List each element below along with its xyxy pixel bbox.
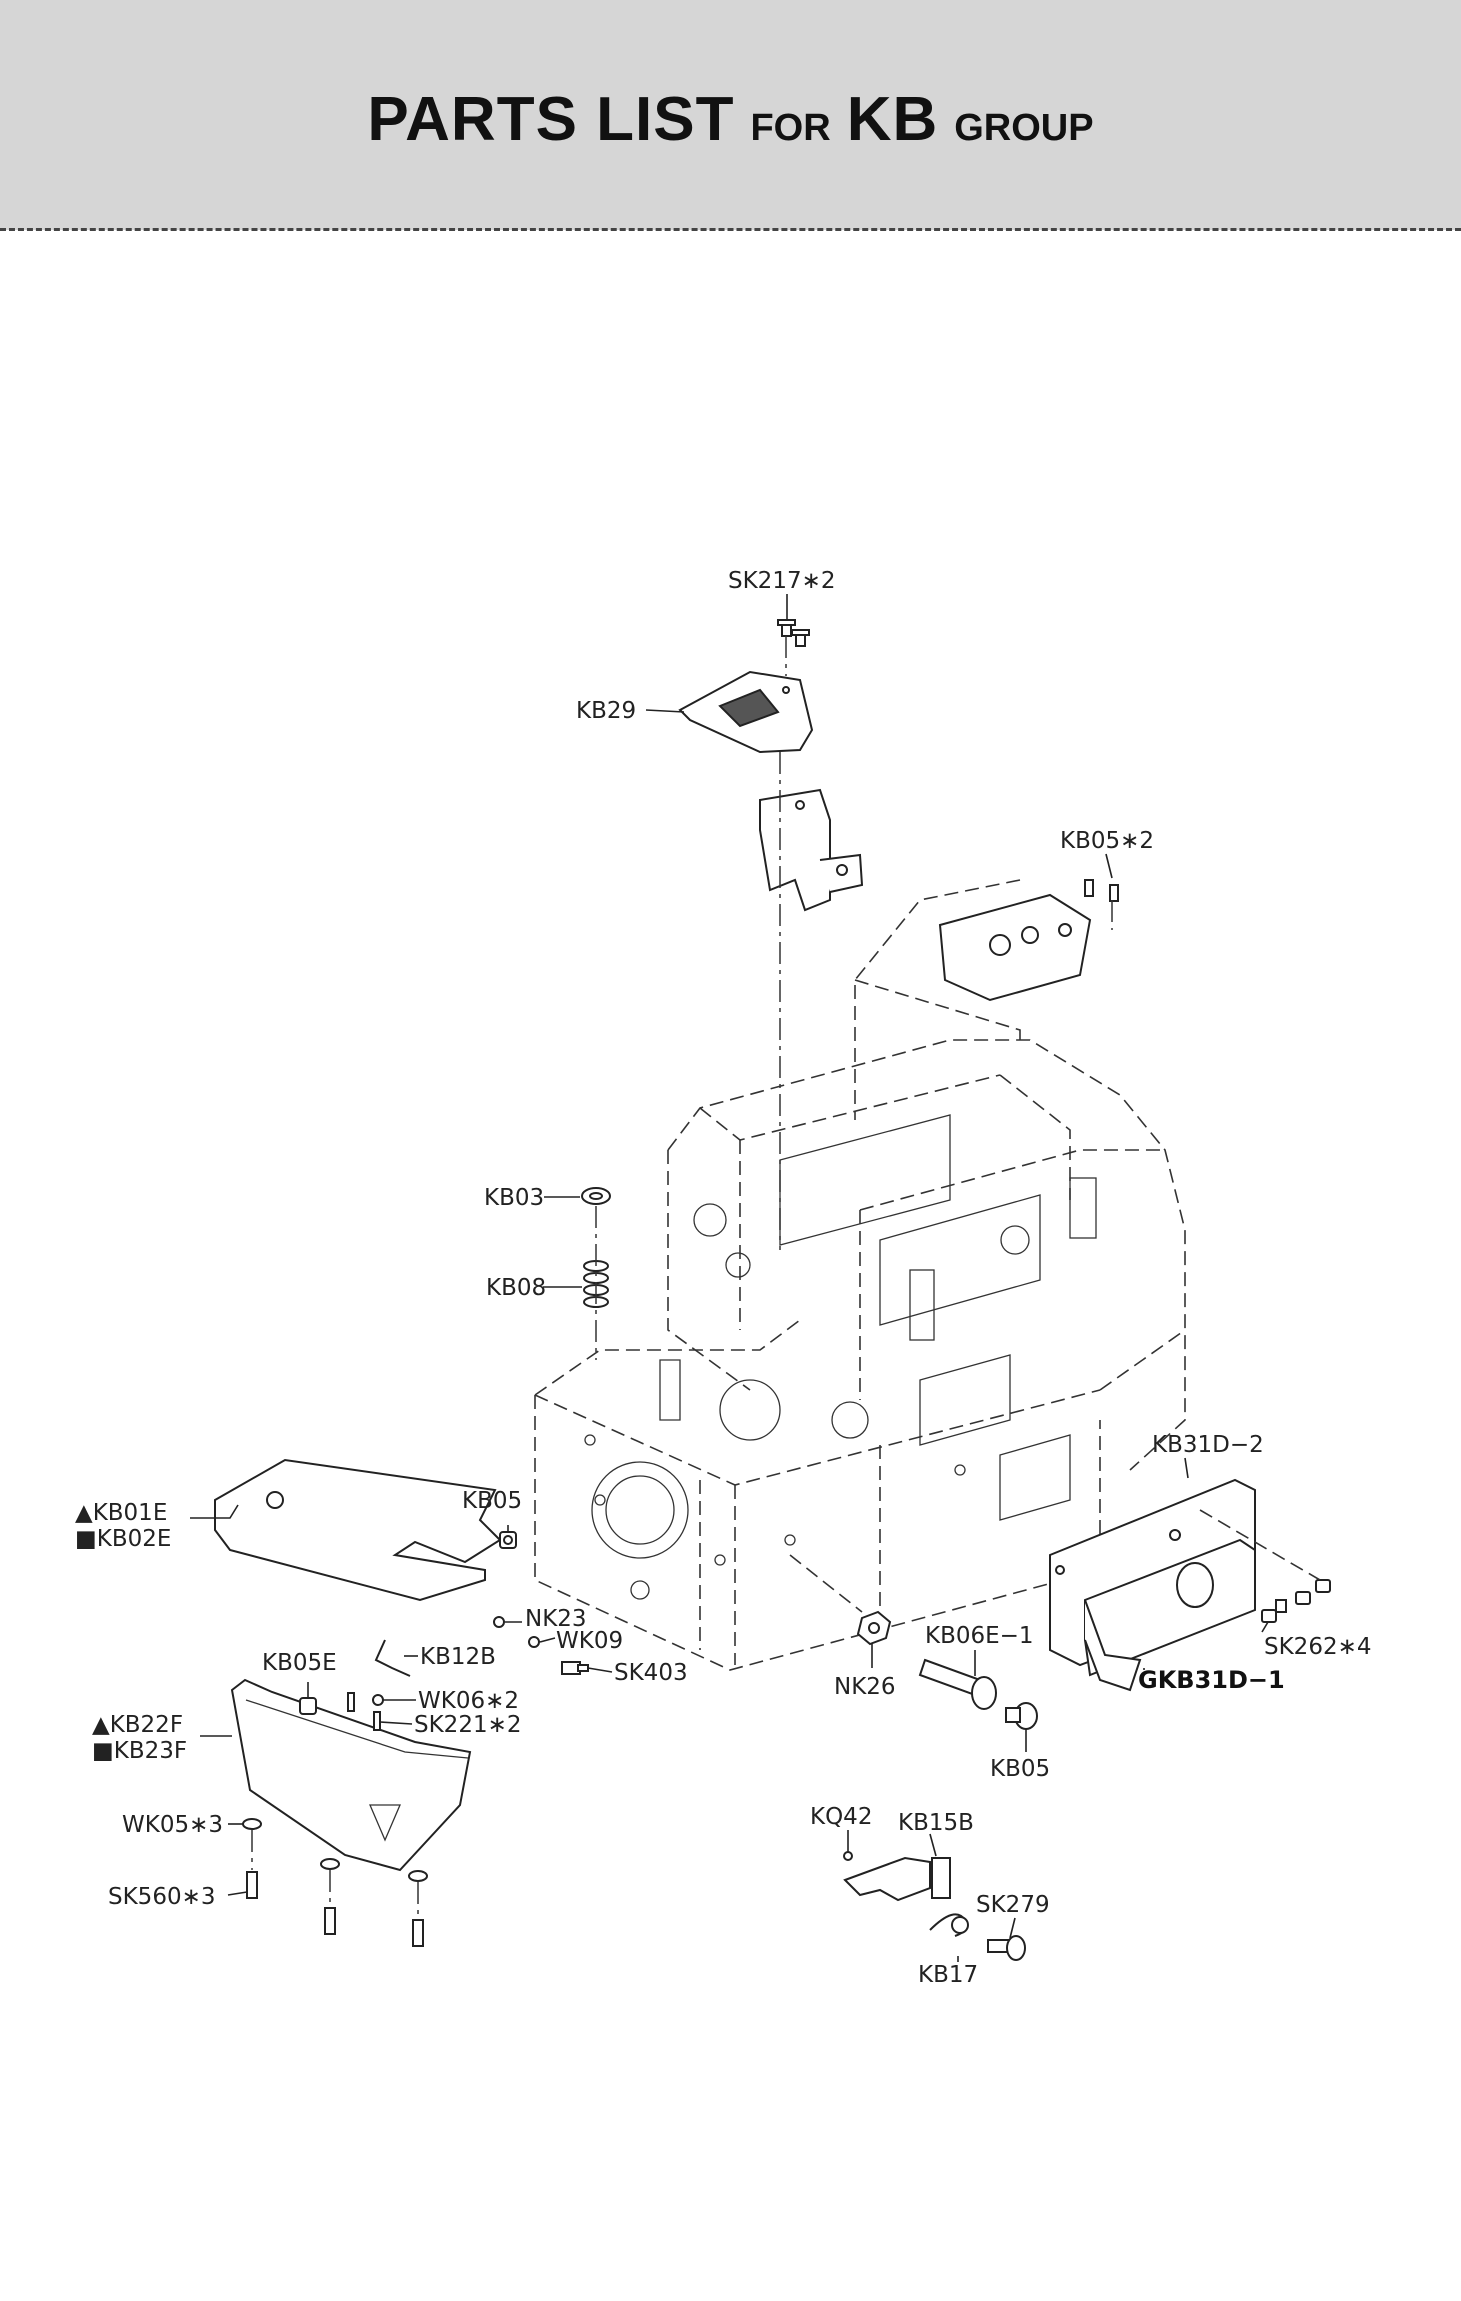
label-sk279: SK279 <box>976 1892 1050 1918</box>
title-group: GROUP <box>954 107 1094 149</box>
label-sk221: SK221∗2 <box>414 1712 522 1738</box>
sk279-screw <box>987 1935 1026 1961</box>
feed-plate-assembly <box>938 879 1119 1002</box>
wk09-washer <box>528 1636 540 1648</box>
label-nk26: NK26 <box>834 1674 896 1700</box>
label-sk560: SK560∗3 <box>108 1884 216 1910</box>
label-kb23f: ■KB23F <box>92 1738 187 1764</box>
header-band <box>0 0 1461 230</box>
sk221-screw <box>347 1692 381 1731</box>
upper-bracket <box>759 788 864 912</box>
sk262-screws <box>1261 1579 1331 1623</box>
label-sk403: SK403 <box>614 1660 688 1686</box>
kb05e-screw <box>299 1697 317 1715</box>
projection-line-sk262 <box>1199 1509 1321 1581</box>
sk217-screws <box>777 619 810 647</box>
label-kb05-2: KB05∗2 <box>1060 828 1154 854</box>
label-kb05-lower: KB05 <box>990 1756 1050 1782</box>
label-kq42: KQ42 <box>810 1804 872 1830</box>
title-group-code: KB <box>846 85 939 154</box>
kb01e-cover-plate <box>214 1458 502 1602</box>
sk403-screw <box>561 1661 589 1675</box>
nk23-nut <box>493 1616 505 1628</box>
label-kb12b: KB12B <box>420 1644 496 1670</box>
kb22f-lower-cover <box>230 1678 472 1872</box>
kq42-screw <box>843 1851 853 1861</box>
kb05-screw-lower <box>1005 1702 1038 1730</box>
leader-lines <box>190 594 1269 1962</box>
wk05-washers <box>242 1818 428 1882</box>
machine-body-outline <box>534 1039 1186 1671</box>
projection-line-stud <box>789 1554 863 1613</box>
kb17-spring <box>929 1913 969 1937</box>
label-kb08: KB08 <box>486 1275 546 1301</box>
label-gkb31d1: GKB31D−1 <box>1138 1666 1285 1694</box>
label-kb05e: KB05E <box>262 1650 337 1676</box>
label-kb17: KB17 <box>918 1962 978 1988</box>
page-title: PARTS LIST FOR KB GROUP <box>0 84 1461 155</box>
sk560-screws <box>246 1871 424 1947</box>
kb12b-wire-spring <box>374 1639 411 1677</box>
header-dashed-rule <box>0 228 1461 231</box>
label-kb31d2: KB31D−2 <box>1152 1432 1264 1458</box>
label-sk262: SK262∗4 <box>1264 1634 1372 1660</box>
title-for: FOR <box>750 107 831 149</box>
kb03-washer <box>581 1187 611 1205</box>
label-wk09: WK09 <box>556 1628 623 1654</box>
label-kb03: KB03 <box>484 1185 544 1211</box>
label-kb05-upper: KB05 <box>462 1488 522 1514</box>
projection-line-plate <box>854 879 1021 1120</box>
label-kb22f: ▲KB22F <box>92 1712 183 1738</box>
projection-line-plate-2 <box>854 979 1021 1040</box>
label-kb01e: ▲KB01E <box>75 1500 167 1526</box>
kb05-screw-upper <box>499 1531 517 1549</box>
title-parts-list: PARTS LIST <box>367 85 735 154</box>
label-wk05: WK05∗3 <box>122 1812 223 1838</box>
label-sk217: SK217∗2 <box>728 568 836 594</box>
gkb31d1-gasket <box>1084 1538 1256 1692</box>
label-kb15b: KB15B <box>898 1810 974 1836</box>
kb15b-bracket <box>843 1856 951 1902</box>
label-wk06: WK06∗2 <box>418 1688 519 1714</box>
label-kb29: KB29 <box>576 698 636 724</box>
nk26-nut <box>856 1610 892 1646</box>
label-kb06e1: KB06E−1 <box>925 1623 1034 1649</box>
wk06-washer <box>372 1694 384 1706</box>
kb29-cover-plate <box>678 670 814 754</box>
kb06e1-stud <box>918 1658 997 1710</box>
label-kb02e: ■KB02E <box>75 1526 171 1552</box>
label-nk23: NK23 <box>525 1606 587 1632</box>
